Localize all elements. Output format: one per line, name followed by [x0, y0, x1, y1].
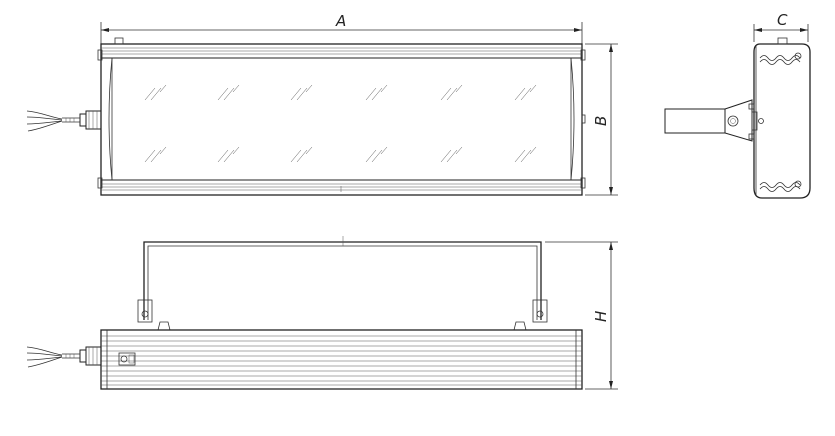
- mounting-bracket-side: [664, 99, 764, 142]
- side-view: C: [664, 11, 811, 199]
- ground-terminal: [118, 352, 136, 366]
- dimension-b: B: [585, 43, 618, 196]
- wires-elevation: [26, 346, 63, 368]
- elevation-view: H: [26, 236, 618, 390]
- glass-hatching: [144, 84, 537, 163]
- cable-gland-front: [62, 110, 102, 130]
- dimension-h: H: [545, 241, 618, 390]
- cable-gland-elevation: [62, 346, 102, 366]
- wires-front: [26, 110, 63, 132]
- front-view-body: [97, 37, 586, 196]
- mounting-bracket: [137, 236, 548, 331]
- dimension-a-label: A: [335, 12, 346, 30]
- side-profile-top: [759, 52, 802, 65]
- dimension-a: A: [100, 12, 583, 48]
- dimension-c-label: C: [777, 11, 788, 29]
- side-view-body: [753, 43, 811, 199]
- dimension-b-label: B: [592, 116, 610, 126]
- dimension-c: C: [753, 11, 809, 42]
- elevation-body: [100, 329, 583, 390]
- front-view: A: [26, 12, 618, 196]
- dimension-h-label: H: [592, 311, 610, 322]
- side-profile-bottom: [759, 180, 802, 192]
